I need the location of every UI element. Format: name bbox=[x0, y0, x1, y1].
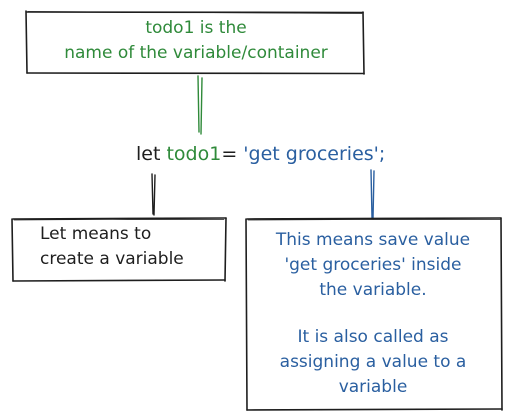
code-line: let todo1= 'get groceries'; bbox=[136, 142, 385, 167]
value-connector bbox=[370, 169, 375, 220]
right-note-line-3: the variable. bbox=[319, 280, 427, 300]
right-note-box bbox=[245, 217, 503, 411]
code-operator: = bbox=[221, 143, 238, 165]
right-note-line-5: assigning a value to a bbox=[279, 352, 467, 372]
right-note-spacer bbox=[250, 303, 496, 325]
right-note-line-1: This means save value bbox=[275, 230, 471, 250]
right-note-text: This means save value 'get groceries' in… bbox=[250, 228, 496, 400]
code-keyword: let bbox=[136, 143, 161, 165]
left-note-line-2: create a variable bbox=[40, 249, 184, 269]
top-note-line-1: todo1 is the bbox=[145, 18, 247, 38]
top-note-line-2: name of the variable/container bbox=[64, 43, 328, 63]
code-value: 'get groceries'; bbox=[243, 143, 386, 165]
left-note-text: Let means to create a variable bbox=[40, 222, 210, 272]
code-variable: todo1 bbox=[166, 143, 222, 165]
top-note-box bbox=[25, 10, 365, 75]
right-note-line-4: It is also called as bbox=[297, 327, 449, 347]
let-connector bbox=[151, 173, 156, 216]
right-note-line-6: variable bbox=[338, 377, 408, 397]
left-note-box bbox=[11, 217, 227, 282]
top-note-text: todo1 is the name of the variable/contai… bbox=[30, 16, 362, 66]
variable-connector bbox=[197, 75, 203, 135]
left-note-line-1: Let means to bbox=[40, 224, 152, 244]
right-note-line-2: 'get groceries' inside bbox=[284, 255, 462, 275]
